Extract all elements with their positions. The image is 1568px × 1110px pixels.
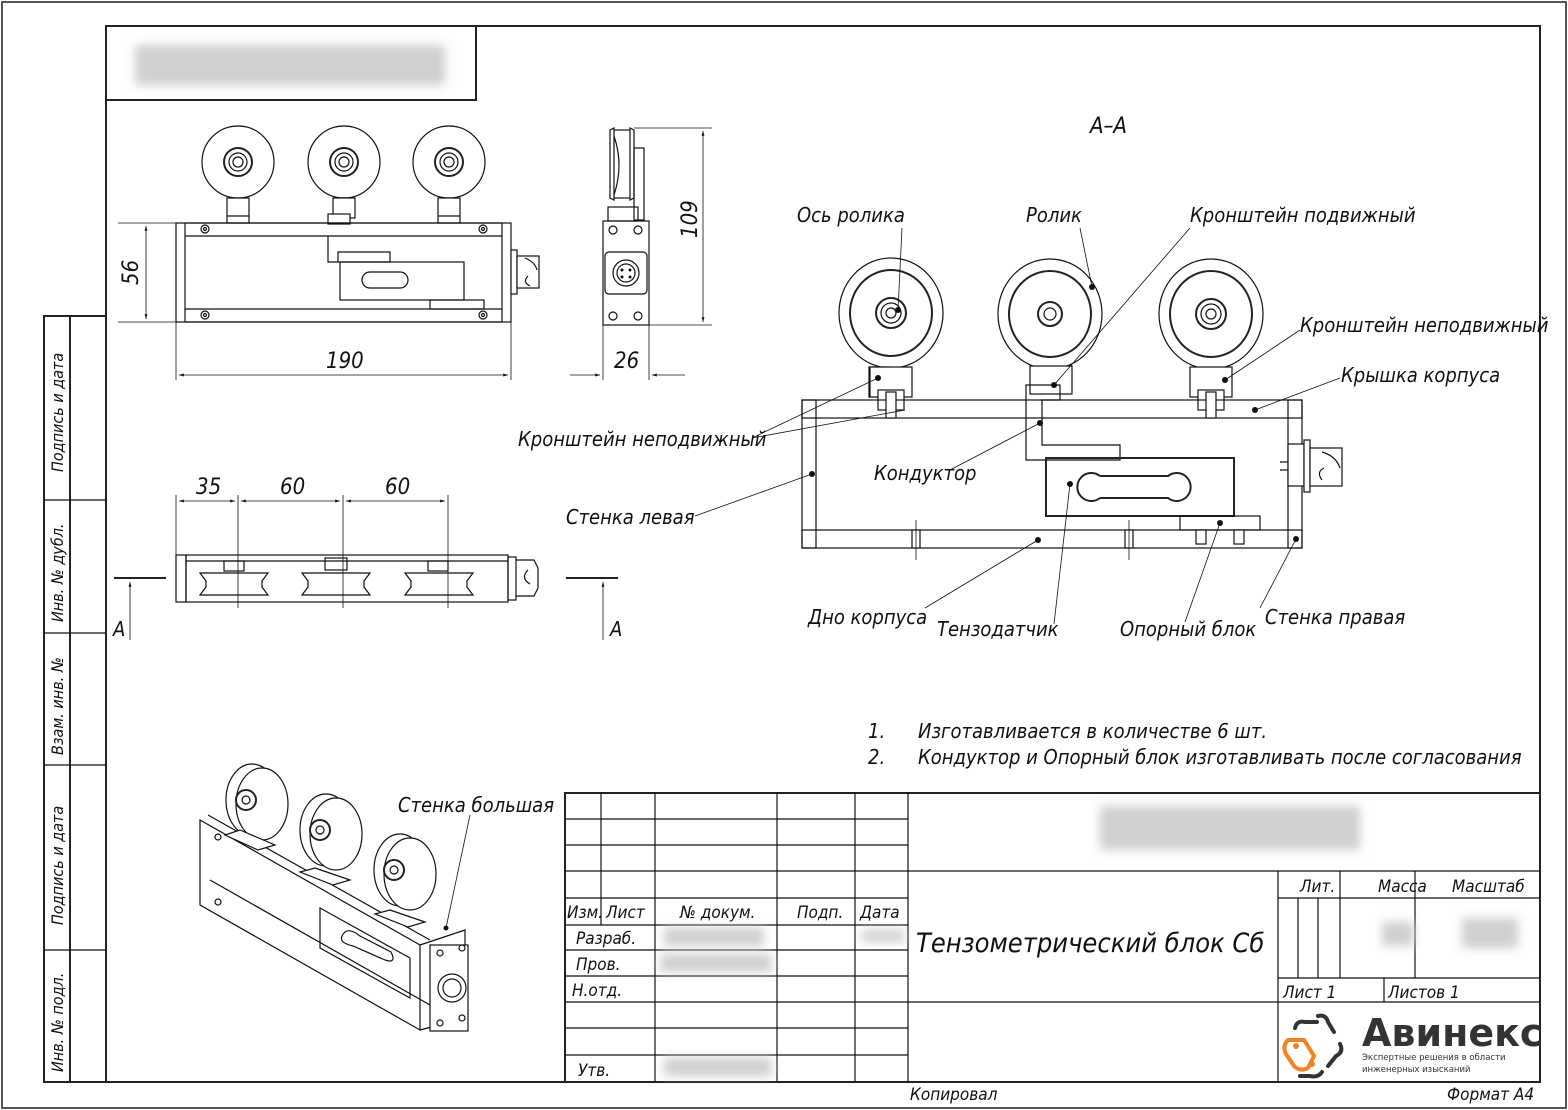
header-izm: Изм. [567,903,603,923]
logo-tagline-1: Экспертные решения в области [1362,1053,1506,1063]
format-label: Формат A4 [1447,1085,1534,1105]
dim-side-width: 26 [614,349,639,374]
company-logo: Авинекс Экспертные решения в области инж… [1282,1011,1542,1079]
dim-side-height: 109 [678,200,703,238]
iso-roller-1 [223,763,289,851]
top-roller-3 [403,560,475,596]
label-sheets: Листов 1 [1387,983,1460,1003]
note-text-1: Изготавливается в количестве 6 шт. [918,719,1267,743]
callout-roller-axis: Ось ролика [797,203,905,227]
callout-bottom: Дно корпуса [807,605,927,629]
section-view: А–А [518,114,1549,641]
redacted-designation [135,45,445,85]
logo-tagline-2: инженерных изысканий [1362,1065,1471,1075]
drawing-title: Тензометрический блок Сб [916,928,1264,959]
note-number-1: 1. [868,719,885,743]
role-checker: Пров. [576,955,620,975]
callout-roller: Ролик [1026,203,1082,227]
stamp-inv-orig: Инв. № подл. [48,973,67,1072]
iso-view: Стенка большая [199,763,554,1032]
role-approve: Утв. [578,1061,610,1081]
side-stamp: Подпись и дата Инв. № дубл. Взам. инв. №… [43,315,107,1083]
stamp-sign-date-1: Подпись и дата [48,353,67,472]
callout-wall-left: Стенка левая [566,505,695,529]
section-mark-left: A [112,617,125,641]
dim-front-height: 56 [119,260,144,285]
logo-mark-icon [1282,1013,1344,1079]
dim-top-2: 60 [280,475,305,500]
top-designation-box [105,25,477,101]
label-sheet: Лист 1 [1282,983,1336,1003]
top-view: 35 60 60 A A [112,475,622,641]
callout-bracket-mobile: Кронштейн подвижный [1190,203,1416,227]
section-mark-right: A [609,617,622,641]
header-list: Лист [605,903,646,923]
note-number-2: 2. [868,745,885,769]
section-title: А–А [1088,114,1127,139]
callout-bracket-fixed-left: Кронштейн неподвижный [518,427,767,451]
dim-front-length: 190 [326,349,364,374]
roller-front-3 [412,125,486,199]
redacted-date [862,930,904,942]
redacted-doc-code [1100,806,1360,850]
iso-roller-3 [373,833,437,928]
role-head: Н.отд. [572,981,622,1001]
logo-name: Авинекс [1362,1011,1542,1055]
section-roller-1 [838,257,944,411]
section-roller-3 [1158,258,1264,411]
callout-wall-large: Стенка большая [398,793,554,817]
section-roller-2 [997,258,1103,395]
top-roller-1 [198,560,270,596]
callout-support-block: Опорный блок [1120,617,1256,641]
drawing-frame [105,25,1541,1083]
redacted-approver [664,1058,772,1076]
stamp-sign-date-2: Подпись и дата [48,806,67,925]
role-developer: Разраб. [576,929,636,949]
callout-bracket-fixed-right: Кронштейн неподвижный [1300,313,1549,337]
callout-wall-right: Стенка правая [1265,605,1405,629]
stamp-replace-inv: Взам. инв. № [48,657,67,755]
technical-notes: 1. Изготавливается в количестве 6 шт. 2.… [868,719,1522,769]
redacted-mass [1382,922,1414,946]
roller-front-2 [307,125,381,199]
top-roller-2 [300,557,372,596]
dim-top-3: 60 [385,475,410,500]
side-view: 109 26 [570,127,712,380]
copied-by-label: Копировал [910,1085,998,1105]
label-scale: Масштаб [1452,877,1525,897]
header-doc: № докум. [679,903,755,923]
header-sign: Подп. [797,903,843,923]
stamp-inv-dup: Инв. № дубл. [48,524,67,622]
header-date: Дата [859,903,900,923]
title-block: Изм. Лист № докум. Подп. Дата Разраб. Пр… [564,792,1541,1083]
label-mass: Масса [1378,877,1427,897]
callout-load-cell: Тензодатчик [937,617,1059,641]
front-view: 56 190 [118,125,540,380]
roller-front-1 [201,125,275,199]
iso-roller-2 [298,793,363,886]
redacted-checker [660,954,772,972]
callout-conductor: Кондуктор [874,461,976,485]
callout-cover: Крышка корпуса [1341,363,1500,387]
redacted-scale [1462,918,1518,948]
dim-top-1: 35 [196,475,221,500]
label-lit: Лит. [1299,877,1335,897]
redacted-developer [664,928,764,946]
note-text-2: Кондуктор и Опорный блок изготавливать п… [918,745,1522,769]
